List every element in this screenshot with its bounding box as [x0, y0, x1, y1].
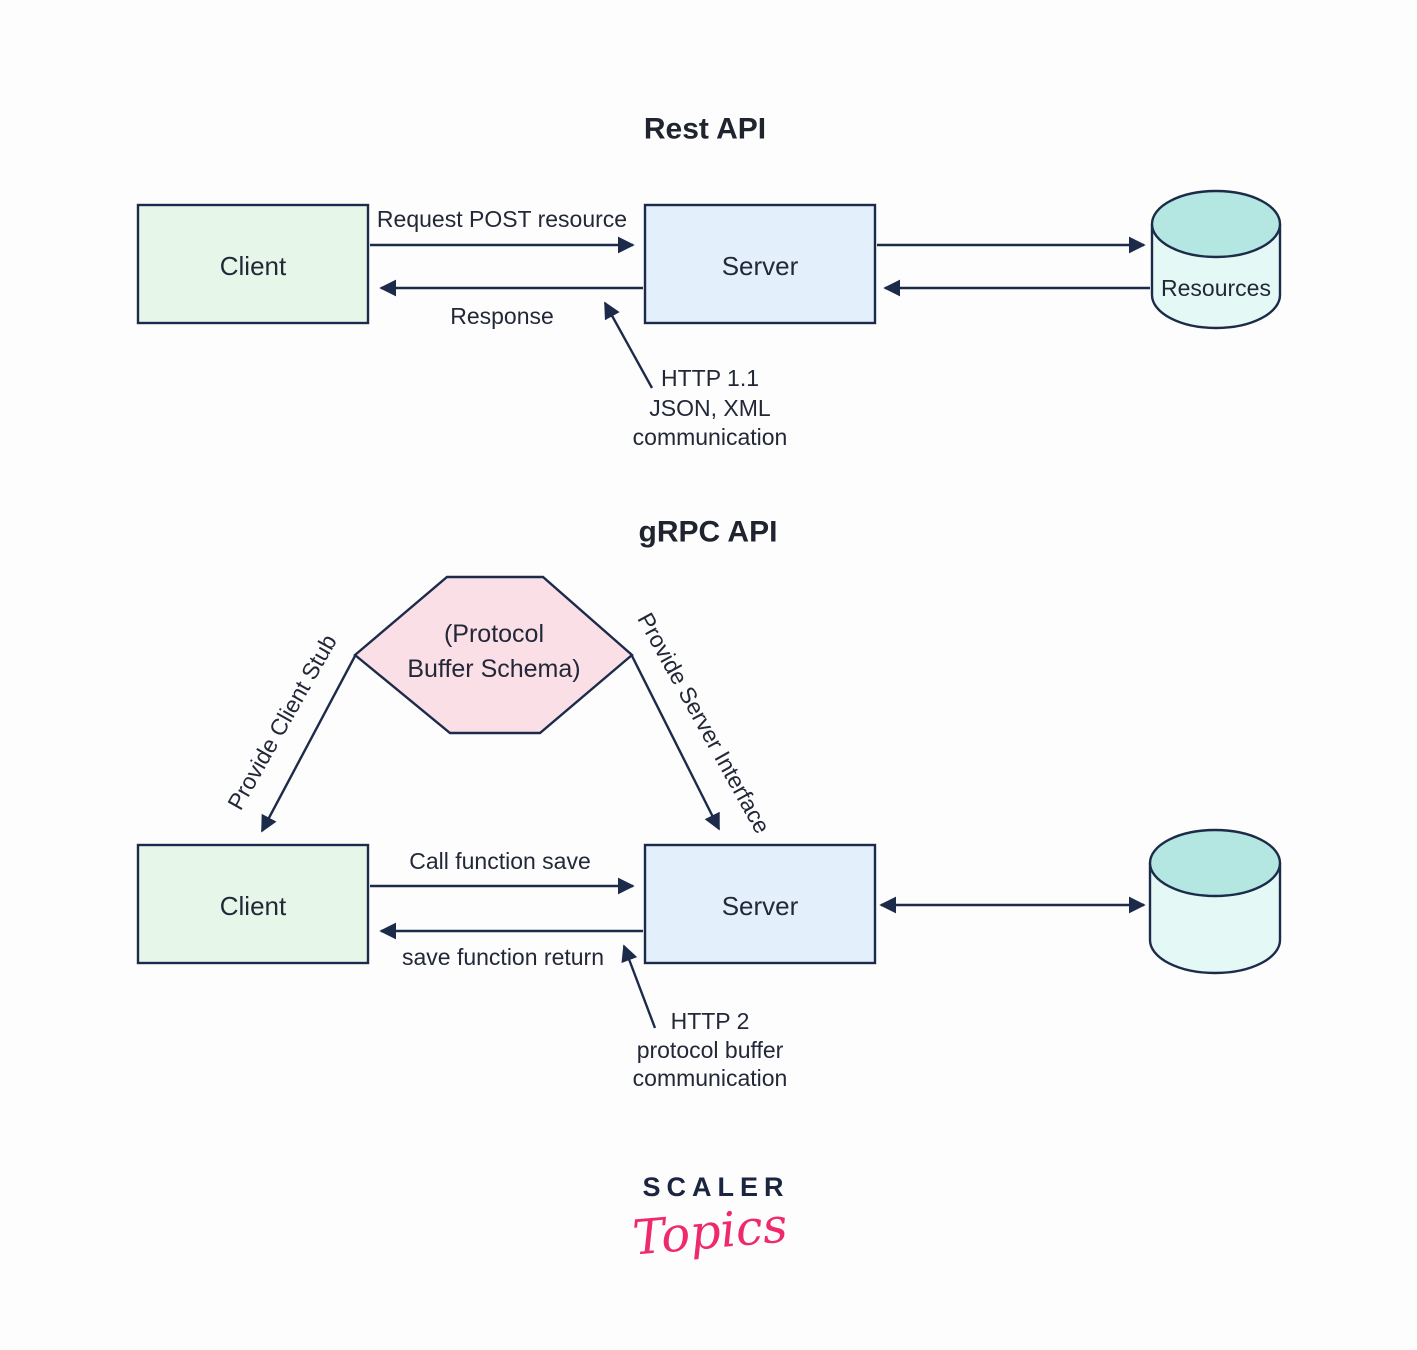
provide-client-stub-label: Provide Client Stub [222, 630, 342, 814]
grpc-client-label: Client [220, 891, 287, 921]
grpc-annotation-arrow [621, 944, 657, 1029]
return-function-label: save function return [402, 944, 604, 970]
logo-sub-text: Topics [630, 1197, 789, 1266]
protocol-buffer-hexagon [353, 575, 634, 735]
rest-client-label: Client [220, 251, 287, 281]
grpc-annotation-line-2: protocol buffer [637, 1037, 784, 1063]
request-arrow-label: Request POST resource [377, 206, 627, 232]
provide-client-stub-arrow [260, 655, 357, 833]
rest-api-section: Rest API Client Server Resources Request… [136, 113, 1282, 450]
response-arrow-label: Response [450, 303, 554, 329]
provide-server-interface-arrow [630, 655, 721, 831]
provide-server-interface-label: Provide Server Interface [633, 608, 776, 838]
rest-annotation-line-1: HTTP 1.1 [661, 365, 759, 391]
hexagon-label-line-2: Buffer Schema) [407, 655, 580, 683]
rest-resources-database: Resources [1150, 189, 1282, 330]
rest-resources-label: Resources [1161, 275, 1271, 301]
grpc-api-title: gRPC API [639, 516, 778, 549]
call-function-label: Call function save [409, 848, 591, 874]
grpc-annotation-line-1: HTTP 2 [671, 1008, 750, 1034]
grpc-server-label: Server [722, 891, 799, 921]
rest-client-box [136, 203, 370, 325]
rest-server-box [643, 203, 877, 325]
database-cylinder-top [1148, 828, 1282, 898]
rest-annotation-line-2: JSON, XML [649, 395, 771, 421]
database-cylinder-top [1150, 189, 1282, 259]
grpc-annotation-line-3: communication [633, 1065, 788, 1091]
rest-server-label: Server [722, 251, 799, 281]
scaler-topics-logo: SCALER Topics [630, 1172, 789, 1267]
hexagon-label-line-1: (Protocol [444, 620, 544, 648]
rest-annotation-line-3: communication [633, 424, 788, 450]
logo-brand-text: SCALER [642, 1172, 789, 1202]
rest-annotation-arrow [603, 301, 654, 389]
grpc-api-section: gRPC API (Protocol Buffer Schema) Provid… [136, 516, 1282, 1091]
grpc-database [1148, 828, 1282, 975]
grpc-client-box [136, 843, 370, 965]
grpc-annotation-text: HTTP 2 protocol buffer communication [633, 1008, 788, 1091]
grpc-server-box [643, 843, 877, 965]
rest-api-title: Rest API [644, 113, 766, 146]
rest-annotation-text: HTTP 1.1 JSON, XML communication [633, 365, 788, 450]
